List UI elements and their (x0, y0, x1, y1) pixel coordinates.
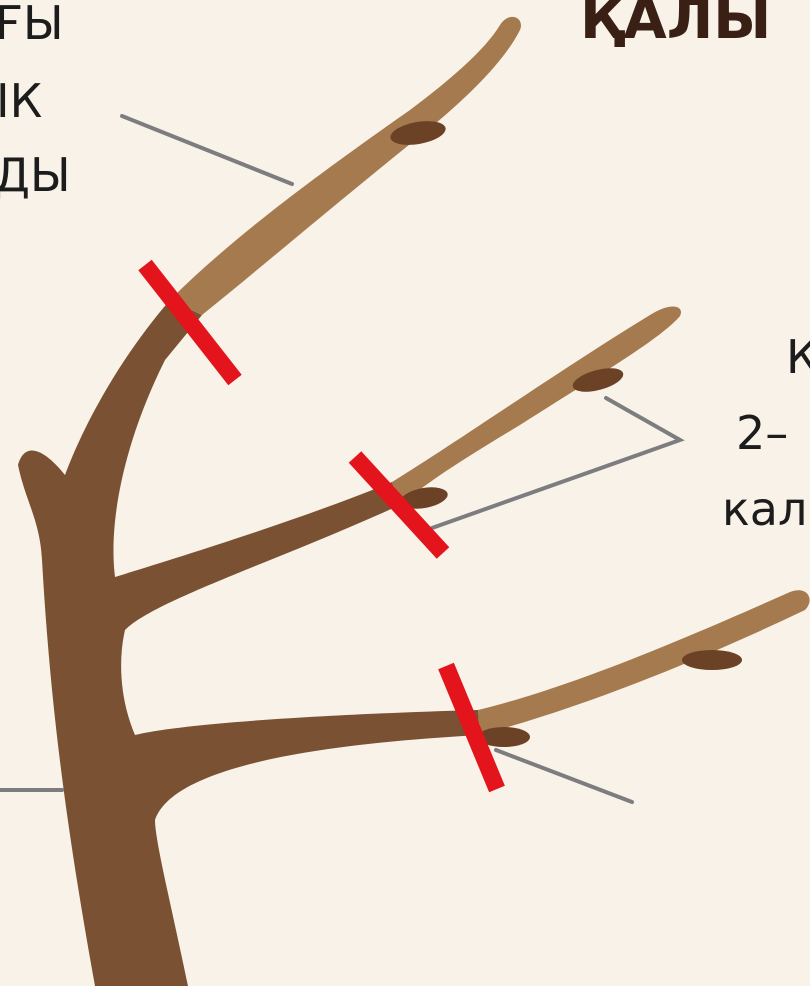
diagram-title: ҚАЛЫ (580, 0, 771, 48)
left-label-line-3: ДЫ (0, 152, 71, 198)
pointer-line (496, 750, 632, 802)
lower-shoot (478, 590, 810, 735)
bud (682, 650, 742, 670)
left-label-line-2: ІК (0, 78, 42, 124)
right-label-line-1: К (786, 334, 810, 380)
left-label-line-1: ҒЫ (0, 0, 64, 46)
pointer-line (432, 398, 680, 528)
pointer-line (122, 116, 292, 184)
right-label-line-3: кал (722, 486, 807, 532)
tree (18, 17, 810, 986)
middle-shoot (392, 306, 681, 505)
tree-trunk (18, 300, 480, 986)
right-label-line-2: 2– (736, 410, 788, 456)
upper-shoot (170, 17, 521, 315)
